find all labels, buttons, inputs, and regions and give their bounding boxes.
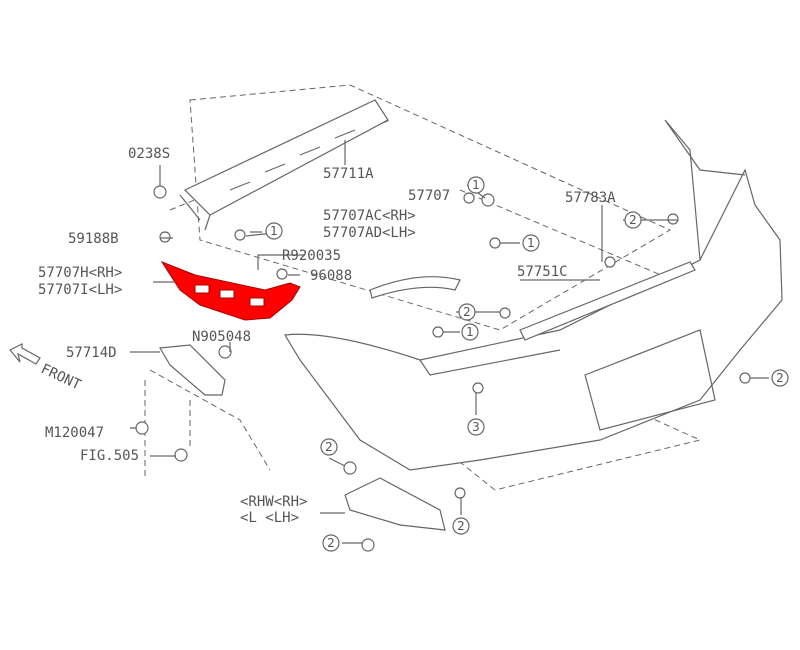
callout-2: 2	[624, 211, 642, 229]
label-57707ac: 57707AC<RH>	[323, 208, 416, 224]
label-57707h: 57707H<RH>	[38, 265, 122, 281]
svg-text:2: 2	[776, 371, 784, 385]
svg-text:2: 2	[327, 536, 335, 550]
label-96088: 96088	[310, 268, 352, 284]
fasteners	[135, 185, 751, 552]
front-arrow-icon	[9, 343, 41, 365]
label-57714d: 57714D	[66, 345, 117, 361]
front-label: FRONT	[38, 361, 83, 394]
callout-2: 2	[322, 534, 340, 552]
leader-lines	[130, 140, 769, 544]
callout-2: 2	[320, 438, 338, 456]
svg-text:2: 2	[457, 519, 465, 533]
callout-2: 2	[452, 517, 470, 535]
svg-text:1: 1	[472, 178, 480, 192]
svg-text:2: 2	[463, 305, 471, 319]
callout-2: 2	[771, 369, 789, 387]
label-57751c: 57751C	[517, 264, 568, 280]
svg-text:1: 1	[270, 224, 278, 238]
label-57707ad: 57707AD<LH>	[323, 225, 416, 241]
label-n905048: N905048	[192, 329, 251, 345]
lower-bracket	[344, 477, 446, 531]
bracket-57707ac	[369, 276, 461, 299]
callout-1: 1	[265, 222, 283, 240]
label-rhw: <RHW<RH>	[240, 494, 307, 510]
bumper-detail	[419, 119, 746, 431]
callout-1: 1	[467, 176, 485, 194]
beam-holes	[179, 129, 356, 231]
svg-text:2: 2	[629, 213, 637, 227]
beam-57711a	[183, 99, 389, 216]
dashed-guide-2	[144, 119, 721, 491]
label-59188b: 59188B	[68, 231, 119, 247]
bracket-cutouts	[194, 284, 265, 307]
label-57707i: 57707I<LH>	[38, 282, 122, 298]
svg-text:1: 1	[466, 325, 474, 339]
label-r920035: R920035	[282, 248, 341, 264]
label-57783a: 57783A	[565, 190, 616, 206]
svg-text:1: 1	[527, 236, 535, 250]
callout-1: 1	[522, 234, 540, 252]
label-57711a: 57711A	[323, 166, 374, 182]
callout-1: 1	[461, 323, 479, 341]
bumper-cover	[284, 168, 783, 471]
label-fig505[interactable]: FIG.505	[80, 448, 139, 464]
label-57707: 57707	[408, 188, 450, 204]
label-m120047: M120047	[45, 425, 104, 441]
svg-text:2: 2	[325, 440, 333, 454]
label-lhw: <L <LH>	[240, 510, 299, 526]
callout-3: 3	[467, 418, 485, 436]
label-0238s: 0238S	[128, 146, 170, 162]
bracket-57714d	[159, 344, 226, 396]
rail-57751c	[519, 261, 696, 341]
callout-2: 2	[458, 303, 476, 321]
svg-text:3: 3	[472, 420, 480, 434]
